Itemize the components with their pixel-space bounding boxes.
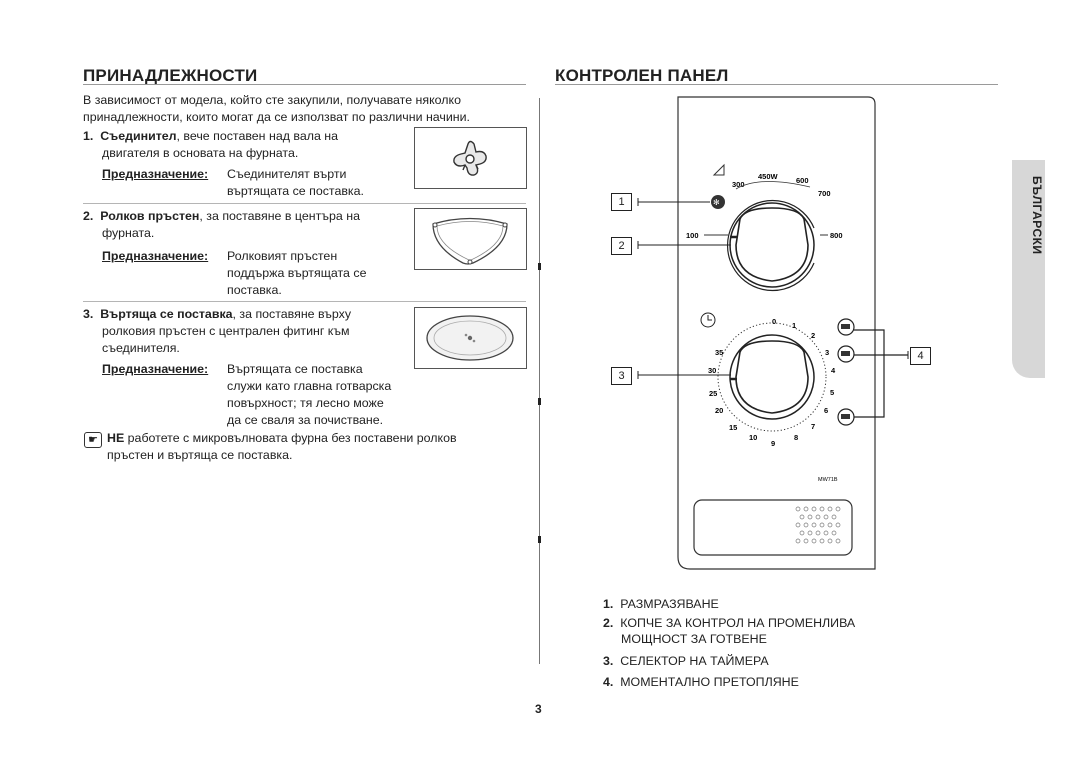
accessory-item-turntable: 3. Въртяща се поставка, за поставяне вър… bbox=[83, 306, 403, 357]
timer-label: 6 bbox=[824, 406, 828, 415]
title-rule bbox=[83, 84, 526, 85]
power-wedge-icon bbox=[712, 163, 725, 176]
timer-label: 5 bbox=[830, 388, 834, 397]
timer-label: 1 bbox=[792, 321, 796, 330]
legend-item-2: 2. КОПЧЕ ЗА КОНТРОЛ НА ПРОМЕНЛИВА МОЩНОС… bbox=[603, 616, 856, 646]
intro-line: В зависимост от модела, който сте закупи… bbox=[83, 93, 461, 107]
title-rule bbox=[555, 84, 998, 85]
timer-label: 7 bbox=[811, 422, 815, 431]
divider-mark bbox=[538, 398, 541, 405]
power-label-450: 450W bbox=[758, 172, 779, 181]
vent-holes bbox=[795, 506, 841, 544]
language-tab bbox=[1012, 160, 1045, 378]
purpose-label: Предназначение: bbox=[102, 249, 209, 263]
power-knob[interactable] bbox=[727, 199, 815, 292]
item-desc: , за поставяне в центъра на bbox=[199, 209, 360, 223]
defrost-icon bbox=[711, 195, 725, 209]
purpose-text: Съединителят върти въртящата се поставка… bbox=[227, 167, 364, 198]
timer-label: 4 bbox=[831, 366, 836, 375]
control-panel-title: КОНТРОЛЕН ПАНЕЛ bbox=[555, 66, 729, 85]
timer-label: 30 bbox=[708, 366, 716, 375]
timer-knob[interactable] bbox=[717, 322, 827, 432]
item-number: 1. bbox=[83, 129, 94, 143]
power-label-600: 600 bbox=[796, 176, 809, 185]
page-number: 3 bbox=[535, 702, 542, 716]
coupler-image bbox=[414, 127, 527, 189]
power-label-300: 300 bbox=[732, 180, 745, 189]
item-desc: съединителя. bbox=[102, 341, 180, 355]
timer-label: 9 bbox=[771, 439, 775, 448]
callout-2: 2 bbox=[611, 237, 632, 255]
item-name: Въртяща се поставка bbox=[100, 307, 233, 321]
purpose-label: Предназначение: bbox=[102, 167, 209, 181]
power-label-100: 100 bbox=[686, 231, 699, 240]
timer-label: 25 bbox=[709, 389, 717, 398]
hand-pointer-icon: ☛ bbox=[84, 432, 102, 448]
svg-text:✻: ✻ bbox=[713, 198, 720, 207]
callout-4: 4 bbox=[910, 347, 931, 365]
item-separator bbox=[83, 301, 526, 302]
timer-label: 10 bbox=[749, 433, 757, 442]
divider-mark bbox=[538, 536, 541, 543]
roller-ring-icon bbox=[432, 217, 508, 265]
timer-label: 15 bbox=[729, 423, 737, 432]
callout-3: 3 bbox=[611, 367, 632, 385]
intro-text: В зависимост от модела, който сте закупи… bbox=[83, 92, 533, 126]
turntable-image bbox=[414, 307, 527, 369]
item-separator bbox=[83, 203, 526, 204]
divider-mark bbox=[538, 263, 541, 270]
callout-1: 1 bbox=[611, 193, 632, 211]
item-name: Съединител bbox=[100, 129, 177, 143]
control-panel-diagram: 100 300 450W 600 700 800 ✻ 0 1 2 3 4 5 6… bbox=[637, 96, 909, 570]
item-desc: ролковия пръстен с централен фитинг към bbox=[102, 324, 350, 338]
item-desc: , вече поставен над вала на bbox=[176, 129, 339, 143]
legend-item-4: 4. МОМЕНТАЛНО ПРЕТОПЛЯНЕ bbox=[603, 675, 799, 689]
item-name: Ролков пръстен bbox=[100, 209, 200, 223]
purpose-text: Ролковият пръстен поддържа въртящата се … bbox=[227, 249, 367, 297]
timer-label: 8 bbox=[794, 433, 798, 442]
warning-note: НЕ работете с микровълновата фурна без п… bbox=[107, 431, 457, 462]
intro-line: принадлежности, които могат да се използ… bbox=[83, 110, 471, 124]
power-label-800: 800 bbox=[830, 231, 843, 240]
item-desc: двигателя в основата на фурната. bbox=[102, 146, 299, 160]
item-desc: , за поставяне върху bbox=[232, 307, 352, 321]
timer-label: 3 bbox=[825, 348, 829, 357]
turntable-icon bbox=[426, 315, 514, 361]
accessory-item-roller-ring: 2. Ролков пръстен, за поставяне в център… bbox=[83, 208, 403, 242]
power-label-700: 700 bbox=[818, 189, 831, 198]
accessories-title: ПРИНАДЛЕЖНОСТИ bbox=[83, 66, 258, 85]
item-desc: фурната. bbox=[102, 226, 155, 240]
purpose-text: Въртящата се поставка служи като главна … bbox=[227, 362, 392, 427]
legend-item-1: 1. РАЗМРАЗЯВАНЕ bbox=[603, 597, 719, 611]
timer-label: 2 bbox=[811, 331, 815, 340]
coupler-icon bbox=[453, 140, 487, 176]
column-divider bbox=[539, 98, 540, 664]
item-number: 3. bbox=[83, 307, 94, 321]
roller-ring-image bbox=[414, 208, 527, 270]
legend-item-3: 3. СЕЛЕКТОР НА ТАЙМЕРА bbox=[603, 654, 769, 668]
timer-label: 20 bbox=[715, 406, 723, 415]
purpose-label: Предназначение: bbox=[102, 362, 209, 376]
timer-label: 0 bbox=[772, 317, 776, 326]
display-grille bbox=[693, 499, 853, 556]
accessory-item-coupler: 1. Съединител, вече поставен над вала на… bbox=[83, 128, 403, 162]
language-tab-label: БЪЛГАРСКИ bbox=[1030, 176, 1044, 255]
item-number: 2. bbox=[83, 209, 94, 223]
timer-label: 35 bbox=[715, 348, 723, 357]
model-code: MW71B bbox=[818, 477, 838, 483]
